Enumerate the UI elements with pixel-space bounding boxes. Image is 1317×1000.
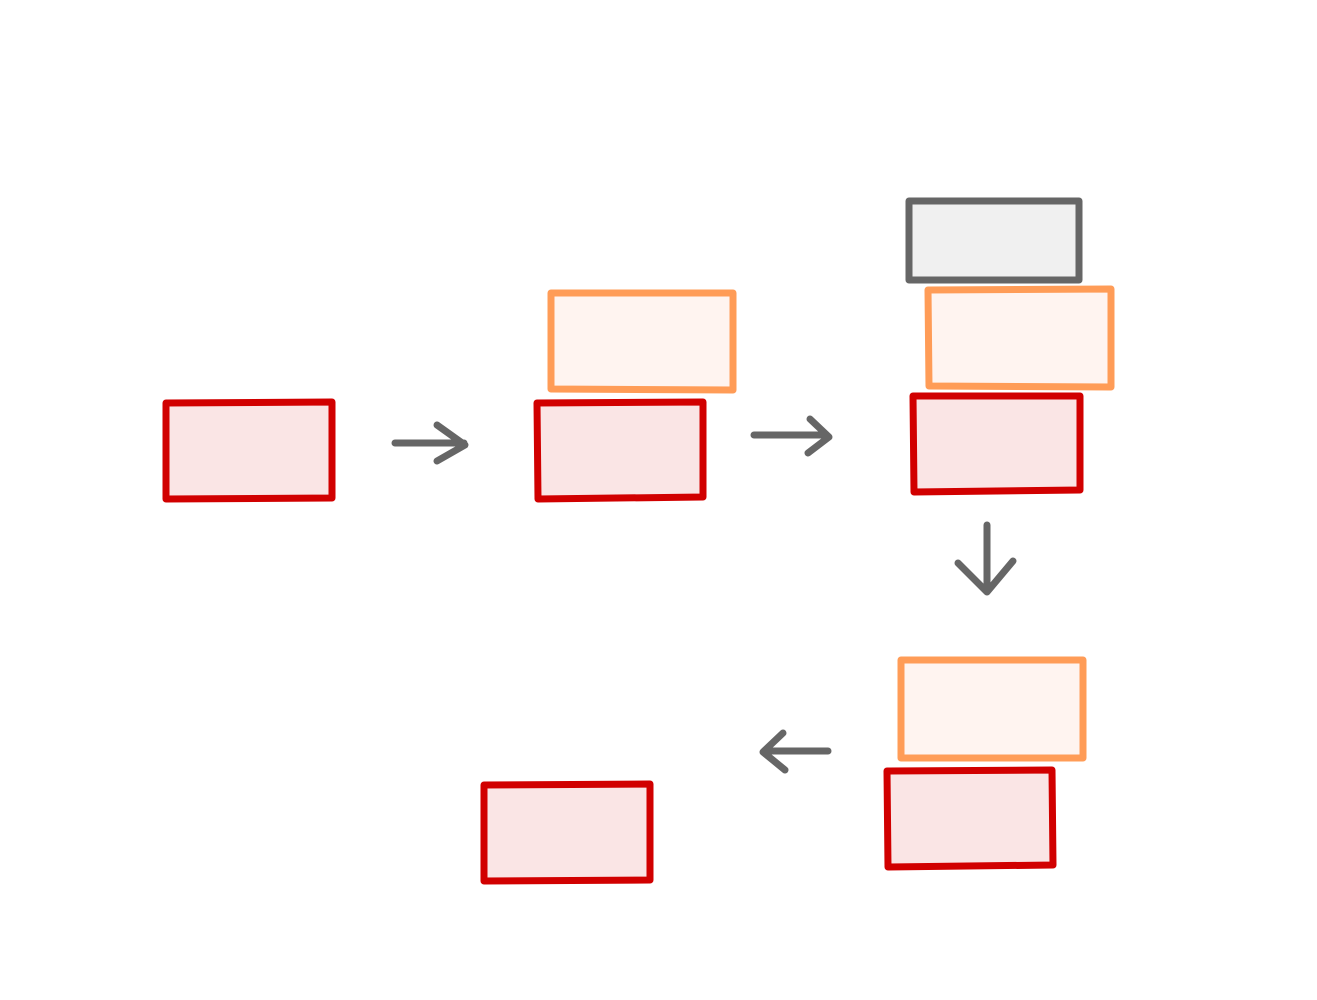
stage-2-orange-box — [547, 289, 737, 394]
arrow-down-icon — [954, 521, 1017, 596]
stage-3-gray-box — [905, 197, 1083, 284]
arrow-right-icon — [750, 415, 833, 457]
stage-5-red-box — [480, 780, 654, 885]
stage-4 — [883, 656, 1087, 871]
arrow-right-icon — [391, 421, 469, 465]
stage-5 — [480, 780, 654, 885]
stage-2 — [533, 289, 737, 503]
arrow-left-icon — [759, 729, 832, 774]
stage-4-red-box — [883, 766, 1057, 871]
stage-2-red-box — [533, 398, 707, 503]
stage-3 — [905, 197, 1115, 496]
stage-4-orange-box — [897, 656, 1087, 762]
stage-3-red-box — [909, 392, 1084, 496]
stage-3-orange-box — [924, 285, 1115, 391]
stage-1-red-box — [162, 398, 336, 503]
stage-1 — [162, 398, 336, 503]
